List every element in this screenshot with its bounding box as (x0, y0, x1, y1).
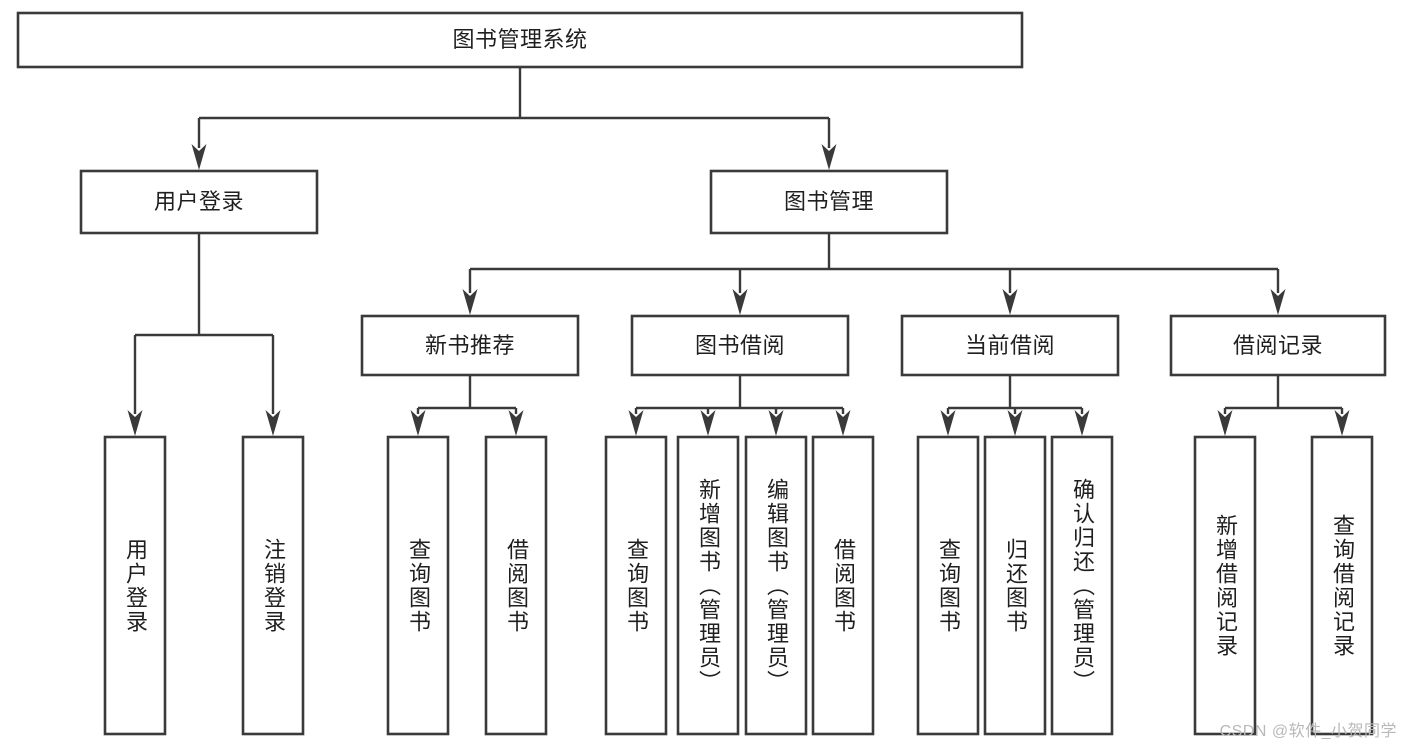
arrowhead-icon (700, 410, 716, 436)
connector-group-book-borrow (628, 375, 851, 436)
node-box-new-book[interactable] (360, 314, 580, 377)
node-box-current-borrow[interactable] (900, 314, 1120, 377)
arrowhead-icon (191, 144, 207, 170)
node-box-book-mgmt[interactable] (709, 169, 949, 235)
node-box-br-add[interactable] (1193, 435, 1257, 736)
node-box-cb-confirm[interactable] (1050, 435, 1114, 736)
arrowhead-icon (1270, 289, 1286, 315)
connector-group-login (127, 233, 281, 436)
arrowhead-icon (1334, 410, 1350, 436)
connector-group-root (191, 67, 837, 170)
watermark: CSDN @软件_小贺同学 (1219, 723, 1397, 740)
node-box-nb-borrow[interactable] (484, 435, 548, 736)
arrowhead-icon (821, 144, 837, 170)
node-box-bb-borrow[interactable] (811, 435, 875, 736)
node-box-nb-query[interactable] (386, 435, 450, 736)
connector-group-new-book (410, 375, 524, 436)
arrowhead-icon (265, 410, 281, 436)
arrowhead-icon (628, 410, 644, 436)
node-box-bb-query[interactable] (604, 435, 668, 736)
node-box-bb-edit[interactable] (744, 435, 808, 736)
node-box-cb-return[interactable] (983, 435, 1047, 736)
connector-group-book-mgmt (462, 233, 1286, 315)
connector-group-borrow-record (1217, 375, 1350, 436)
node-box-root[interactable] (16, 11, 1024, 69)
arrowhead-icon (732, 289, 748, 315)
arrowhead-icon (1217, 410, 1233, 436)
arrowhead-icon (835, 410, 851, 436)
arrowhead-icon (1007, 410, 1023, 436)
node-box-login[interactable] (79, 169, 319, 235)
node-box-user-logout[interactable] (241, 435, 305, 736)
arrowhead-icon (508, 410, 524, 436)
node-box-bb-add[interactable] (676, 435, 740, 736)
node-layer (16, 11, 1387, 736)
arrowhead-icon (1074, 410, 1090, 436)
node-box-borrow-record[interactable] (1169, 314, 1387, 377)
arrowhead-icon (410, 410, 426, 436)
node-box-cb-query[interactable] (916, 435, 980, 736)
connector-group-current-borrow (940, 375, 1090, 436)
arrowhead-icon (940, 410, 956, 436)
connector-layer (127, 67, 1350, 436)
node-box-br-query[interactable] (1310, 435, 1374, 736)
arrowhead-icon (127, 410, 143, 436)
arrowhead-icon (1002, 289, 1018, 315)
arrowhead-icon (462, 289, 478, 315)
arrowhead-icon (768, 410, 784, 436)
node-box-book-borrow[interactable] (630, 314, 850, 377)
node-box-user-login[interactable] (103, 435, 167, 736)
